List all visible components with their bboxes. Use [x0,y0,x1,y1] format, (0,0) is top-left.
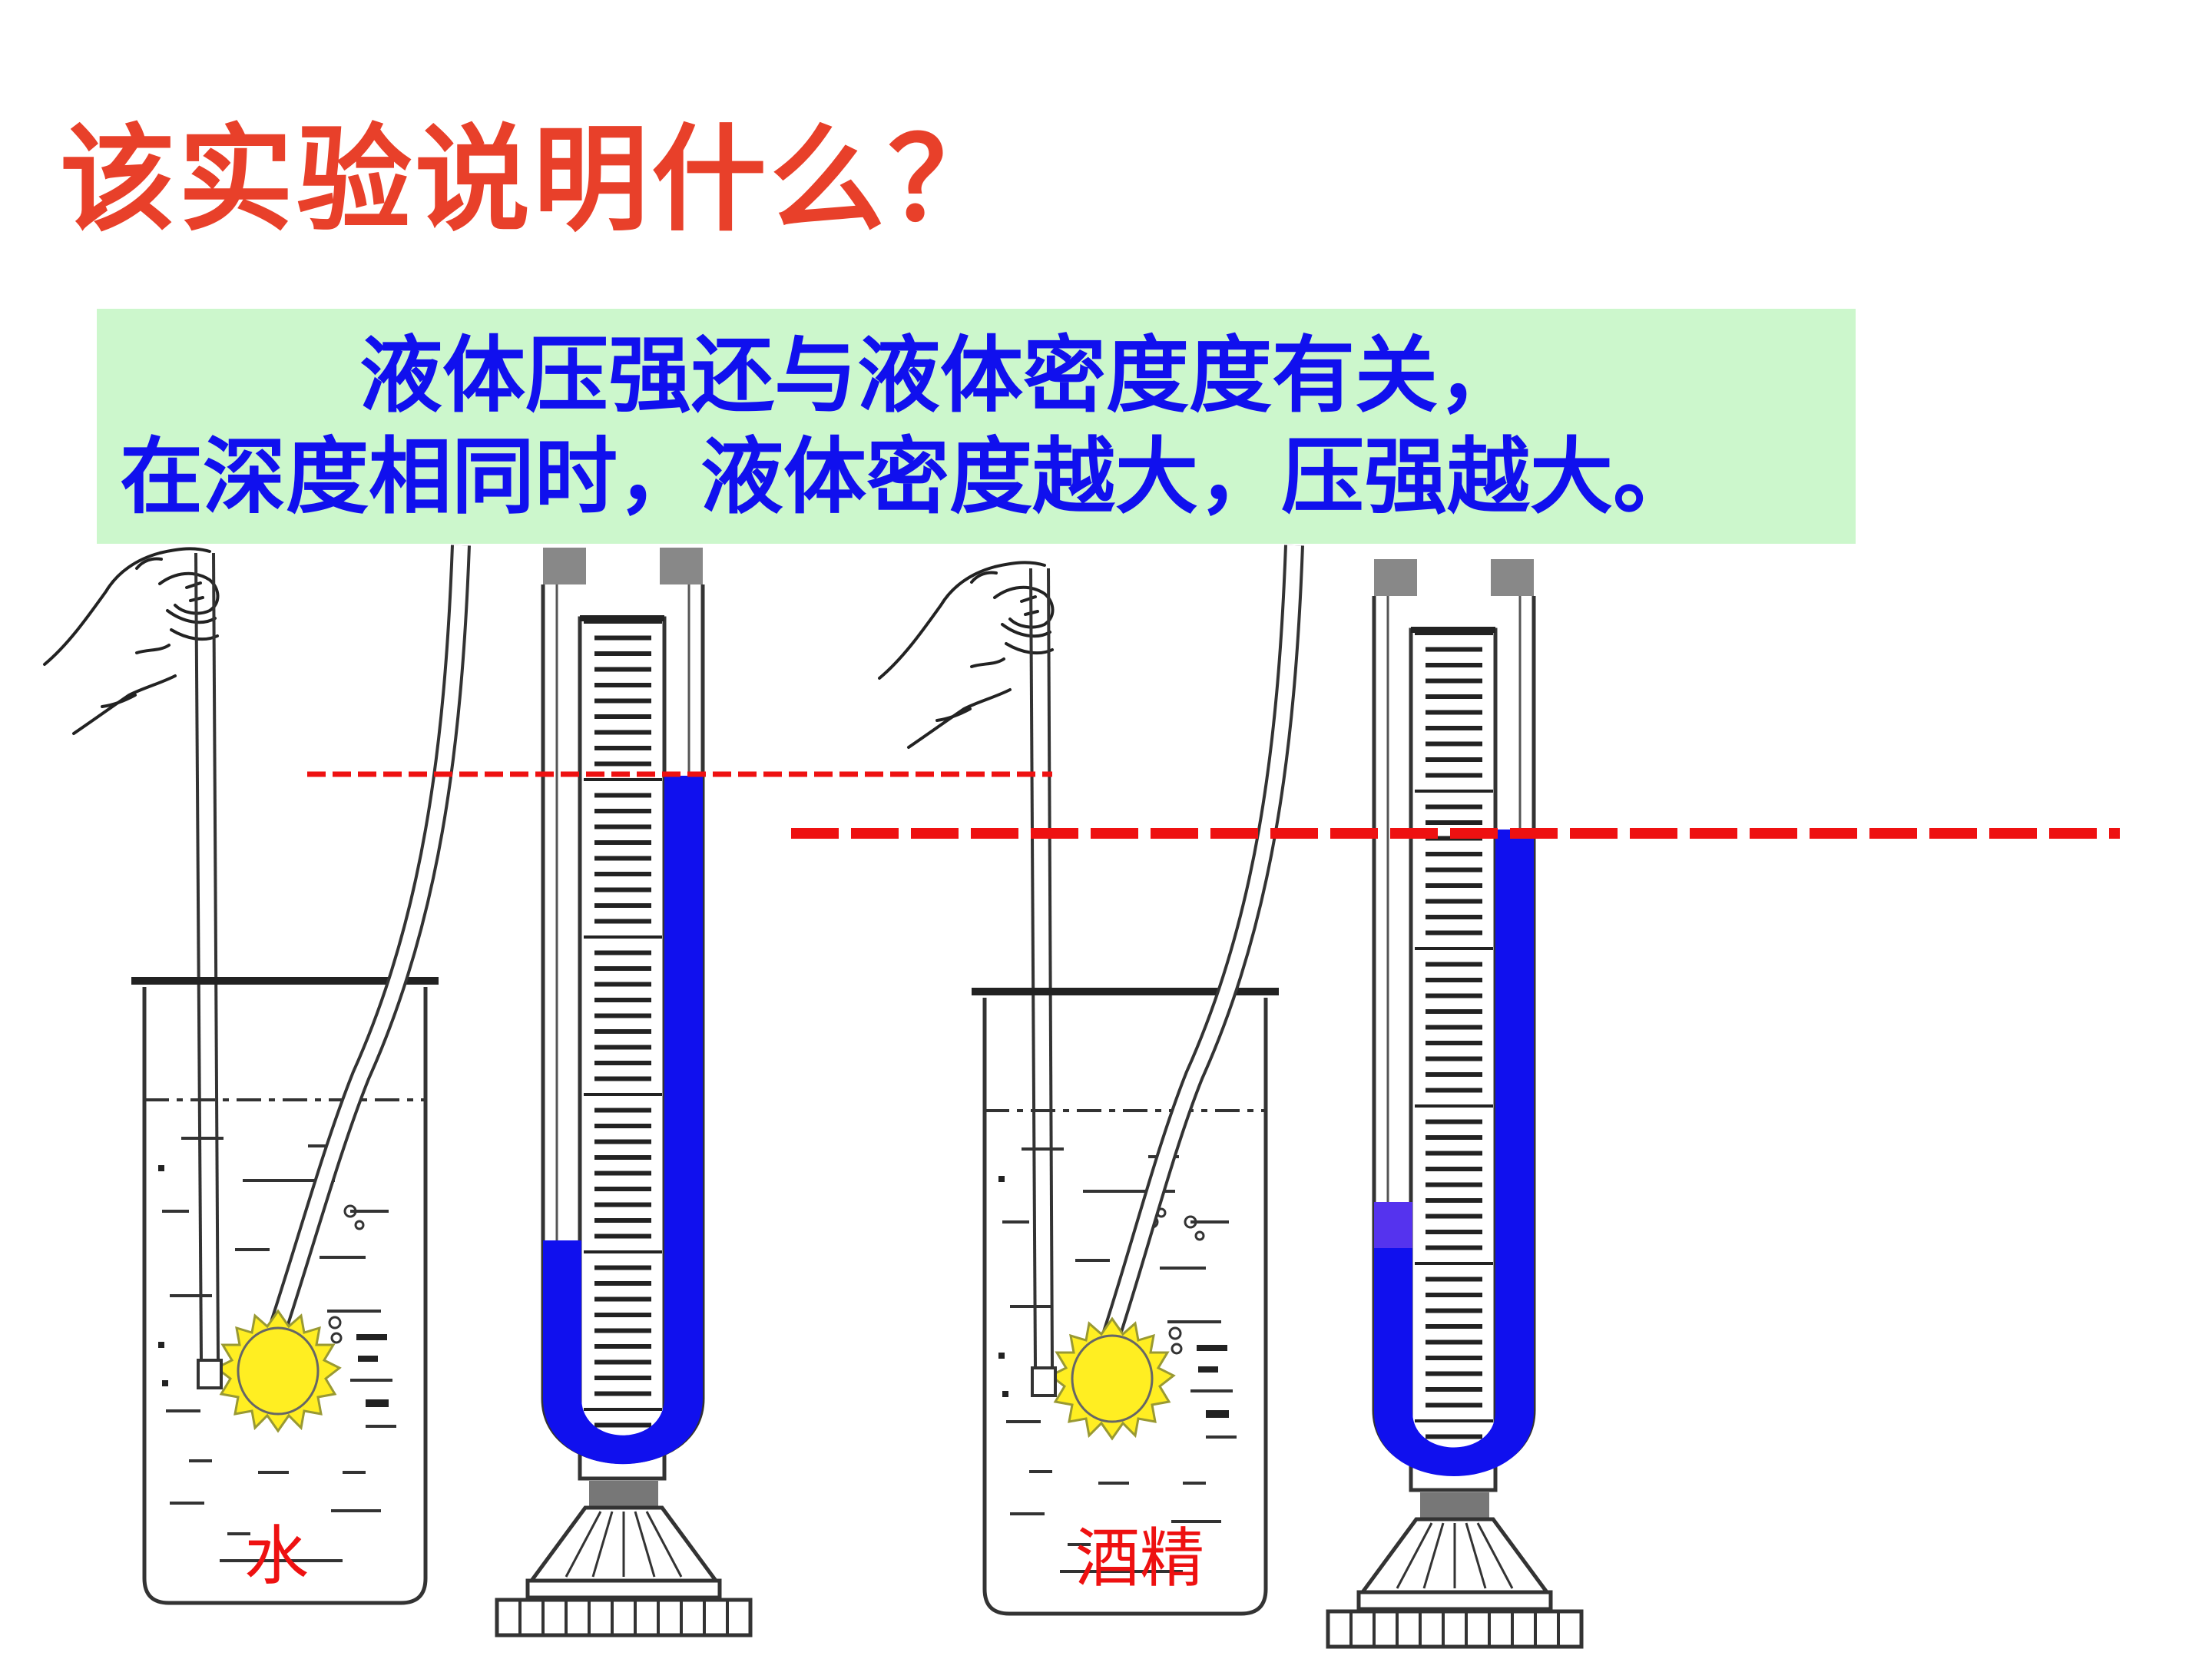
conclusion-line-2: 在深度相同时，液体密度越大，压强越大。 [120,429,1697,525]
hand-right [878,561,1055,749]
experiment-alcohol: 酒精 [878,545,1581,1647]
liquid-label-alcohol: 酒精 [1075,1521,1204,1596]
conclusion-box: 液体压强还与液体密度度有关， 在深度相同时，液体密度越大，压强越大。 [97,309,1856,544]
stick-right [1029,568,1054,1368]
stick-left [194,552,220,1360]
conclusion-line-1: 液体压强还与液体密度度有关， [359,328,1522,424]
scale-ticks-right [1415,632,1493,1471]
manometer-liquid-left [543,776,703,1465]
manometer-liquid-right [1374,830,1534,1476]
slide-title: 该实验说明什么？ [60,114,1007,247]
scale-ticks-left [584,621,662,1459]
rubber-tube-left [263,545,471,1348]
hand-left [43,547,220,735]
manometer-alcohol [1328,559,1581,1647]
liquid-label-water: 水 [244,1518,309,1594]
experiment-water: 水 [43,545,750,1635]
manometer-water [497,548,750,1635]
